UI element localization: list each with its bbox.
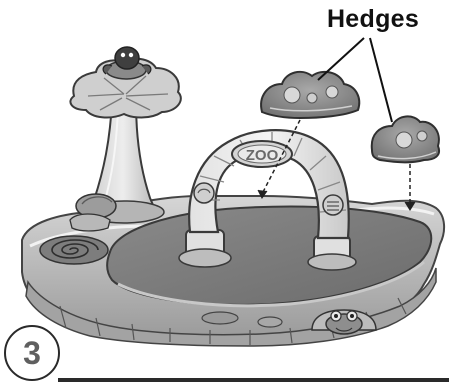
hedge-piece-icon <box>372 116 439 162</box>
step-divider-line <box>58 378 449 382</box>
spiral-pad-icon <box>40 236 108 264</box>
step-number: 3 <box>23 337 41 369</box>
hedges-callout-label: Hedges <box>318 4 428 34</box>
step-number-badge: 3 <box>4 325 60 381</box>
front-pad <box>258 317 282 327</box>
hedge-piece-icon <box>261 72 359 118</box>
front-pad <box>202 312 238 324</box>
arch-sign-text: ZOO <box>246 147 279 164</box>
